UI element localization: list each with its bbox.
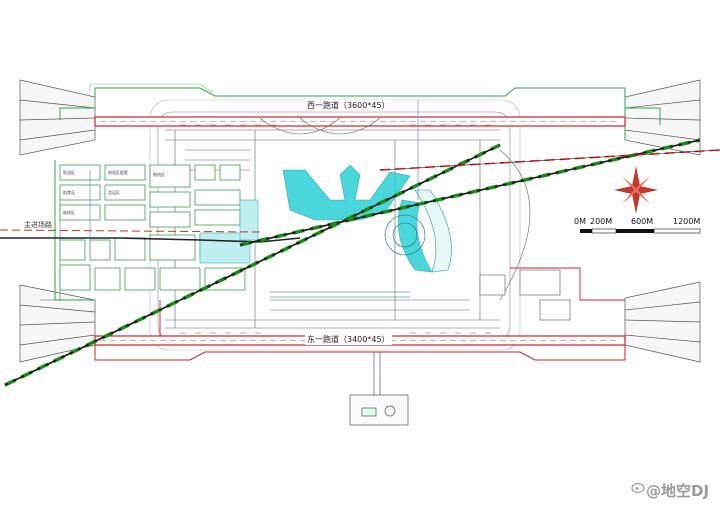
taxiway-network bbox=[165, 117, 531, 329]
landside-blocks bbox=[59, 164, 246, 291]
expressway bbox=[0, 237, 301, 243]
weibo-icon bbox=[631, 482, 645, 494]
terminal-cyan-structures bbox=[282, 164, 452, 273]
scale-tick-0: 0M bbox=[574, 217, 586, 226]
gtc-structure bbox=[199, 199, 259, 264]
scale-tick-600: 600M bbox=[631, 217, 654, 226]
svg-text:维修区: 维修区 bbox=[63, 209, 75, 215]
west-runway-label: 西一跑道（3600*45） bbox=[305, 100, 392, 111]
svg-text:货运区: 货运区 bbox=[108, 189, 120, 195]
scale-bar bbox=[580, 228, 701, 234]
east-facilities bbox=[479, 269, 571, 321]
south-facility bbox=[349, 352, 409, 426]
expressway-label: 主进场路 bbox=[24, 221, 52, 229]
svg-text:航站区配套: 航站区配套 bbox=[108, 169, 128, 175]
west-runway bbox=[94, 116, 626, 127]
apron-canopy-detail bbox=[270, 214, 426, 298]
svg-text:物流区: 物流区 bbox=[153, 171, 165, 177]
scale-tick-200: 200M bbox=[590, 217, 613, 226]
east-runway-label: 东一跑道（3400*45） bbox=[305, 334, 392, 345]
approach-zones bbox=[19, 79, 701, 363]
compass-rose-icon bbox=[614, 166, 658, 214]
rail-lines bbox=[0, 138, 720, 387]
aircraft-stands bbox=[180, 124, 491, 334]
scale-tick-1200: 1200M bbox=[673, 217, 701, 226]
guide-lines bbox=[89, 100, 419, 240]
watermark: @地空DJ bbox=[646, 482, 710, 500]
svg-text:航食区: 航食区 bbox=[63, 189, 75, 195]
svg-text:航油区: 航油区 bbox=[63, 169, 75, 175]
